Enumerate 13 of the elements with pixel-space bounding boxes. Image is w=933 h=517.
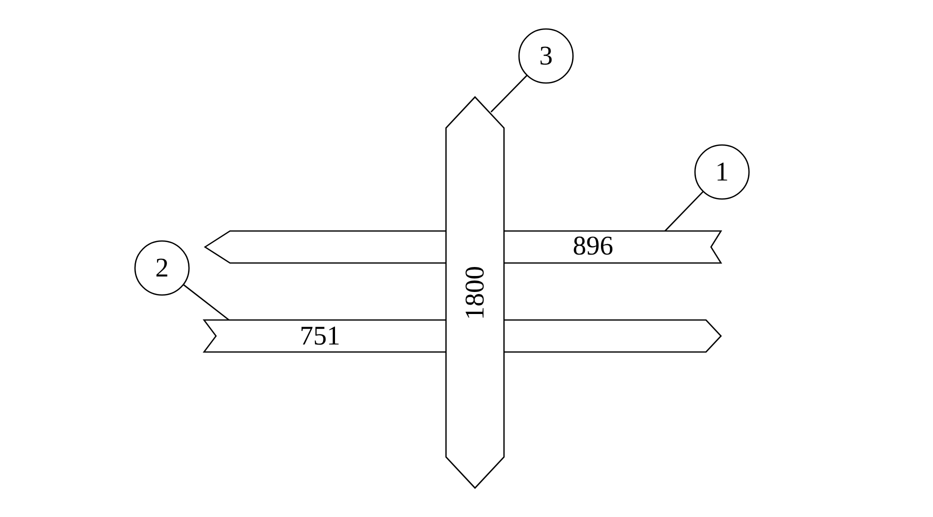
length-label: 896	[572, 232, 614, 260]
length-label: 751	[300, 322, 340, 350]
callout-number: 1	[715, 158, 729, 186]
arrow-strip	[446, 97, 504, 488]
leader-line	[490, 74, 528, 112]
length-label: 1800	[462, 266, 488, 320]
callout-number: 2	[155, 254, 169, 282]
callout-circle	[694, 144, 750, 200]
callout-number: 3	[539, 42, 553, 70]
leader-line	[664, 190, 704, 232]
leader-line	[182, 284, 230, 321]
callout-circle	[518, 28, 574, 84]
callout-circle	[134, 240, 190, 296]
